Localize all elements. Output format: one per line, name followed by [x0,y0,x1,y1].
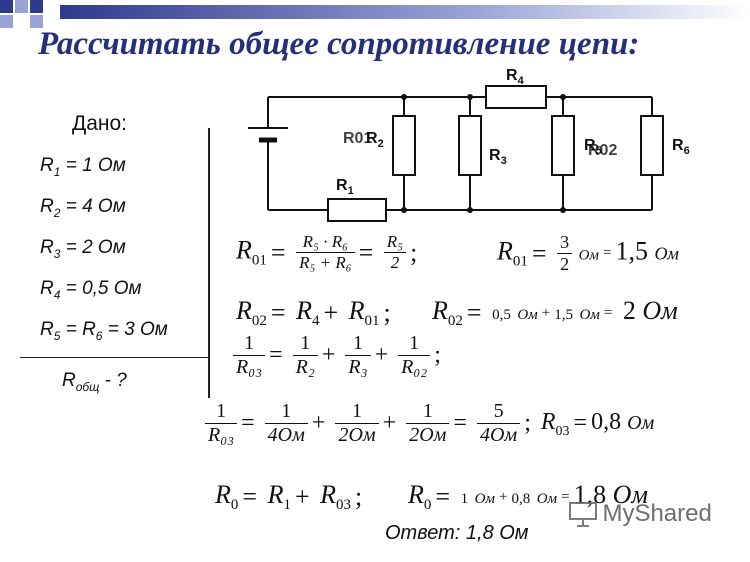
deco-square [30,0,43,13]
header-decoration [0,0,750,40]
resistor-r4 [485,85,547,109]
label-r2: R2 [366,130,384,150]
label-r01-overlap: R01 [343,130,372,147]
deco-square [30,15,43,28]
junction-dot [560,207,566,213]
resistor-r1 [327,198,387,222]
given-vertical-divider [208,128,210,398]
page-title: Рассчитать общее сопротивление цепи: [38,26,640,62]
given-line: R1 = 1 Ом [40,155,126,179]
header-bar [60,5,750,19]
junction-dot [467,94,473,100]
find-line: Rобщ - ? [62,370,127,394]
given-line: R3 = 2 Ом [40,237,126,261]
junction-dot [467,207,473,213]
deco-square [0,15,13,28]
label-r1: R1 [336,177,354,197]
given-line: R5 = R6 = 3 Ом [40,319,168,343]
resistor-r3 [458,115,482,176]
label-r4: R4 [506,67,525,87]
junction-dot [401,94,407,100]
given-header: Дано: [72,112,128,135]
watermark-logo: MyShared [568,500,712,528]
resistor-r6 [640,115,664,176]
resistor-r2 [392,115,416,176]
equation-r0-value: R0= 1 Ом+0,8 Ом=1,8 Ом [408,480,648,514]
equation-r02-formula: R02= R4+ R01; [236,296,391,330]
junction-dot [401,207,407,213]
equation-r0-formula: R0= R1+ R03; [215,480,363,514]
given-line: R2 = 4 Ом [40,196,126,220]
junction-dot [560,94,566,100]
deco-square [0,0,13,13]
label-r02-overlap: R02 [588,142,617,159]
answer-text: Ответ: 1,8 Ом [385,522,529,544]
label-r3: R3 [489,147,507,167]
given-line: R4 = 0,5 Ом [40,278,142,302]
deco-square [15,0,28,13]
resistor-r5 [551,115,575,176]
given-divider [20,357,208,358]
presentation-icon [569,502,597,527]
label-r6: R6 [672,137,690,157]
equation-r02-value: R02= 0,5 Ом+1,5 Ом= 2 Ом [432,296,678,330]
label-r5: R5 [584,137,602,157]
